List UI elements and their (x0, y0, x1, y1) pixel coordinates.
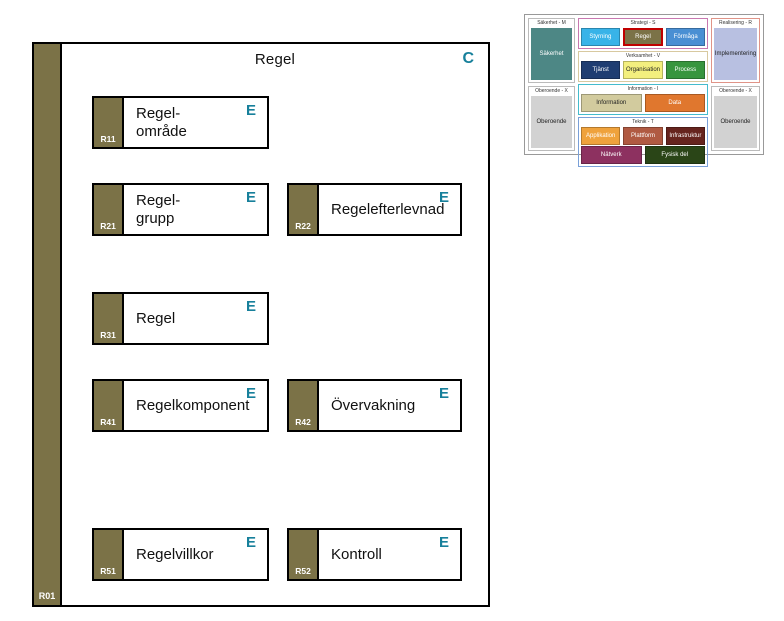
entity-box-kontroll[interactable]: R52 Kontroll E (287, 528, 462, 581)
entity-label: Regel (136, 309, 176, 327)
regel-sidebar-tab[interactable]: R01 (34, 44, 62, 605)
minimap-group-strategi: Strategi - S Styrning Regel Förmåga (578, 18, 708, 49)
entity-box-regel[interactable]: R31 Regel E (92, 292, 269, 345)
entity-tab: R22 (289, 185, 319, 234)
minimap-box-process[interactable]: Process (665, 61, 705, 79)
entity-code: R51 (100, 566, 116, 576)
minimap-box-formaga[interactable]: Förmåga (666, 28, 706, 46)
entity-type-letter: E (245, 102, 256, 119)
entity-tab: R41 (94, 381, 124, 430)
minimap-section-header: Oberoende - X (719, 88, 752, 94)
minimap-group-row: Styrning Regel Förmåga (581, 28, 706, 46)
minimap-center-column: Strategi - S Styrning Regel Förmåga Verk… (578, 18, 708, 167)
entity-type-letter: E (438, 189, 449, 206)
entity-box-regelefterlevnad[interactable]: R22 Regelefterlevnad E (287, 183, 462, 236)
minimap-box-infrastruktur[interactable]: Infrastruktur (665, 127, 705, 145)
regel-diagram-container: R01 Regel C R11 Regel- område E R21 Rege… (32, 42, 490, 607)
minimap-group-information: Information - I Information Data (578, 84, 708, 115)
entity-body: Regel E (124, 294, 267, 343)
entity-box-overvakning[interactable]: R42 Övervakning E (287, 379, 462, 432)
entity-tab: R42 (289, 381, 319, 430)
entity-code: R31 (100, 330, 116, 340)
entity-label: Regelefterlevnad (331, 200, 445, 218)
entity-tab: R51 (94, 530, 124, 579)
minimap-box-applikation[interactable]: Applikation (581, 127, 621, 145)
minimap-box-oberoende-right[interactable]: Oberoende (714, 96, 757, 148)
minimap-box-natverk[interactable]: Nätverk (581, 146, 642, 164)
minimap-group-row: Information Data (581, 94, 705, 112)
entity-code: R42 (295, 417, 311, 427)
entity-tab: R21 (94, 185, 124, 234)
minimap-group-row: Applikation Plattform Infrastruktur (581, 127, 705, 145)
minimap-left-column: Säkerhet - M Säkerhet Oberoende - X Ober… (528, 18, 575, 151)
entity-code: R21 (100, 221, 116, 231)
entity-type-letter: E (245, 298, 256, 315)
minimap-section-header: Realisering - R (718, 20, 753, 26)
entity-box-regelgrupp[interactable]: R21 Regel- grupp E (92, 183, 269, 236)
minimap-group-header: Information - I (627, 86, 659, 92)
minimap-group-verksamhet: Verksamhet - V Tjänst Organisation Proce… (578, 51, 708, 82)
minimap-box-organisation[interactable]: Organisation (623, 61, 663, 79)
minimap-group-header: Teknik - T (632, 119, 654, 125)
entity-label: Regel- grupp (136, 191, 181, 227)
sidebar-code: R01 (38, 591, 56, 601)
entity-body: Kontroll E (319, 530, 460, 579)
minimap-box-tjanst[interactable]: Tjänst (581, 61, 621, 79)
minimap-group-row: Nätverk Fysisk del (581, 146, 705, 164)
minimap-section-header: Oberoende - X (535, 88, 568, 94)
minimap-section-oberoende-left: Oberoende - X Oberoende (528, 86, 575, 151)
minimap-section-sakerhet: Säkerhet - M Säkerhet (528, 18, 575, 83)
entity-box-regelomrade[interactable]: R11 Regel- område E (92, 96, 269, 149)
minimap-box-data[interactable]: Data (644, 94, 705, 112)
architecture-overview-minimap: Säkerhet - M Säkerhet Oberoende - X Ober… (524, 14, 764, 167)
entity-type-letter: E (438, 534, 449, 551)
entity-type-letter: E (245, 534, 256, 551)
entity-code: R22 (295, 221, 311, 231)
minimap-section-header: Säkerhet - M (537, 20, 566, 26)
minimap-right-column: Realisering - R Implementering Oberoende… (711, 18, 760, 151)
entity-tab: R52 (289, 530, 319, 579)
page-title: Regel (254, 51, 296, 68)
entity-body: Regel- område E (124, 98, 267, 147)
entity-body: Regelefterlevnad E (319, 185, 460, 234)
minimap-group-row: Tjänst Organisation Process (581, 61, 705, 79)
entity-label: Regel- område (136, 104, 187, 140)
entity-code: R41 (100, 417, 116, 427)
entity-label: Regelkomponent (136, 396, 250, 414)
entity-type-letter: E (245, 385, 256, 402)
minimap-box-implementering[interactable]: Implementering (714, 28, 757, 80)
entity-code: R11 (100, 134, 116, 144)
minimap-box-styrning[interactable]: Styrning (581, 28, 620, 46)
entity-type-letter: E (245, 189, 256, 206)
entity-body: Övervakning E (319, 381, 460, 430)
minimap-section-oberoende-right: Oberoende - X Oberoende (711, 86, 760, 151)
minimap-box-oberoende-left[interactable]: Oberoende (531, 96, 572, 148)
entity-label: Övervakning (331, 396, 416, 414)
minimap-section-realisering: Realisering - R Implementering (711, 18, 760, 83)
entity-tab: R31 (94, 294, 124, 343)
entity-tab: R11 (94, 98, 124, 147)
entity-code: R52 (295, 566, 311, 576)
entity-body: Regelvillkor E (124, 530, 267, 579)
minimap-box-information[interactable]: Information (581, 94, 642, 112)
minimap-box-fysisk-del[interactable]: Fysisk del (644, 146, 705, 164)
minimap-group-header: Strategi - S (630, 20, 656, 26)
entity-label: Kontroll (331, 545, 382, 563)
entity-body: Regelkomponent E (124, 381, 267, 430)
container-type-letter: C (462, 50, 474, 67)
minimap-group-header: Verksamhet - V (625, 53, 661, 59)
minimap-group-teknik: Teknik - T Applikation Plattform Infrast… (578, 117, 708, 167)
entity-type-letter: E (438, 385, 449, 402)
entity-label: Regelvillkor (136, 545, 214, 563)
minimap-box-regel-current[interactable]: Regel (622, 28, 664, 46)
entity-body: Regel- grupp E (124, 185, 267, 234)
minimap-box-sakerhet[interactable]: Säkerhet (531, 28, 572, 80)
entity-box-regelkomponent[interactable]: R41 Regelkomponent E (92, 379, 269, 432)
minimap-box-plattform[interactable]: Plattform (623, 127, 663, 145)
entity-box-regelvillkor[interactable]: R51 Regelvillkor E (92, 528, 269, 581)
